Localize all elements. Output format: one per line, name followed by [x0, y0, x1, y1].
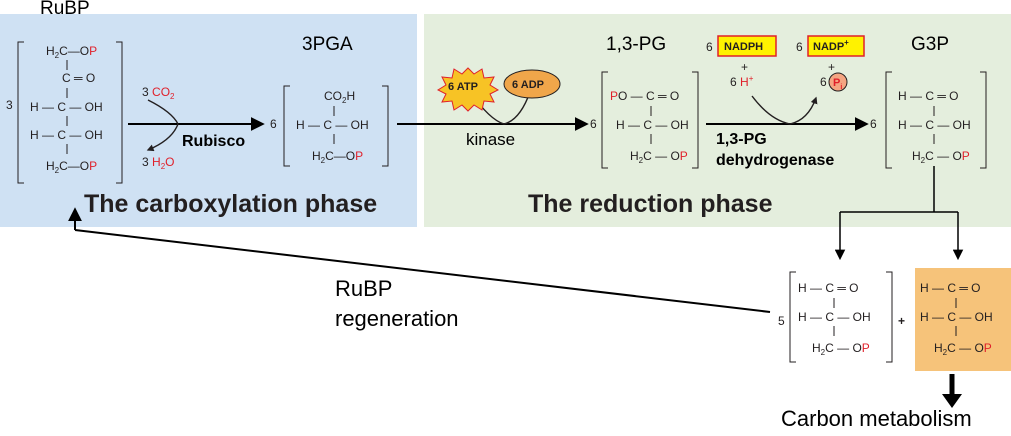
svg-text:H — C ═ O: H — C ═ O	[920, 281, 981, 295]
svg-text:H — C — OH: H — C — OH	[296, 118, 369, 132]
svg-text:H — C — OH: H — C — OH	[920, 310, 993, 324]
svg-text:6: 6	[820, 75, 827, 89]
rubp-regeneration-arrow	[68, 207, 771, 313]
rubisco-arrow: 3 CO2 3 H2O	[128, 85, 265, 171]
svg-text:H — C — OH: H — C — OH	[30, 100, 103, 114]
svg-text:H2C—OP: H2C—OP	[312, 149, 363, 165]
dehydrogenase-label-line2: dehydrogenase	[716, 152, 835, 169]
svg-text:H2C — OP: H2C — OP	[912, 149, 970, 165]
svg-text:+: +	[898, 314, 905, 328]
adp-oval: 6 ADP	[503, 69, 561, 99]
exported-g3p-structure: H — C ═ O H — C — OH H2C — OP	[920, 281, 993, 357]
svg-text:H — C — OH: H — C — OH	[616, 118, 689, 132]
svg-text:NADP+: NADP+	[813, 38, 849, 53]
svg-text:+: +	[741, 60, 748, 74]
svg-text:PO — C ═ O: PO — C ═ O	[610, 89, 679, 103]
svg-text:H — C — OH: H — C — OH	[30, 128, 103, 142]
atp-starburst: 6 ATP	[436, 67, 500, 112]
reduction-phase-title: The reduction phase	[528, 190, 773, 218]
13pg-structure: 6 PO — C ═ O H — C — OH H2C — OP	[590, 71, 699, 169]
svg-text:H — C — OH: H — C — OH	[898, 118, 971, 132]
svg-text:6 ADP: 6 ADP	[512, 79, 544, 91]
g3p-label: G3P	[911, 34, 950, 55]
svg-text:6: 6	[706, 40, 713, 54]
svg-text:3 CO2: 3 CO2	[142, 85, 175, 101]
svg-text:H2C — OP: H2C — OP	[630, 149, 688, 165]
kinase-label: kinase	[466, 130, 516, 149]
svg-text:H2C—OP: H2C—OP	[46, 159, 97, 175]
svg-text:3: 3	[6, 98, 13, 112]
exported-g3p-highlight	[915, 268, 1011, 371]
svg-text:6 ATP: 6 ATP	[448, 81, 478, 93]
svg-text:3 H2O: 3 H2O	[142, 155, 175, 171]
dehydrogenase-arrow	[706, 95, 869, 131]
regen-g3p-structure: 5 H — C ═ O H — C — OH H2C — OP +	[778, 271, 905, 363]
svg-text:C ═ O: C ═ O	[62, 71, 95, 85]
split-arrows	[834, 166, 964, 261]
svg-text:H2C—OP: H2C—OP	[46, 44, 97, 60]
svg-text:6 H+: 6 H+	[730, 74, 754, 89]
svg-text:H2C — OP: H2C — OP	[934, 341, 992, 357]
svg-text:Pi: Pi	[833, 77, 842, 91]
rubisco-label: Rubisco	[182, 133, 246, 150]
regeneration-label-line1: RuBP	[335, 276, 393, 301]
svg-text:6: 6	[796, 40, 803, 54]
carbon-metabolism-arrow	[942, 374, 962, 408]
3pga-structure: 6 CO2H H — C — OH H2C—OP	[270, 85, 389, 167]
svg-text:H — C ═ O: H — C ═ O	[898, 89, 959, 103]
rubp-structure: 3 H2C—OP C ═ O H — C — OH H — C — OH H2C…	[6, 41, 123, 184]
3pga-label: 3PGA	[302, 34, 353, 55]
svg-text:6: 6	[590, 117, 597, 131]
svg-text:H — C ═ O: H — C ═ O	[798, 281, 859, 295]
regeneration-label-line2: regeneration	[335, 306, 459, 331]
carboxylation-phase-panel	[0, 14, 417, 227]
svg-text:5: 5	[778, 314, 785, 328]
svg-text:6: 6	[870, 117, 877, 131]
svg-text:H2C — OP: H2C — OP	[812, 341, 870, 357]
dehydrogenase-label-line1: 1,3-PG	[716, 131, 767, 148]
svg-text:H — C — OH: H — C — OH	[798, 310, 871, 324]
svg-text:6: 6	[270, 117, 277, 131]
svg-text:CO2H: CO2H	[324, 89, 355, 105]
nadp-box: 6 NADP+ + 6 Pi	[796, 35, 865, 92]
rubp-label: RuBP	[40, 0, 90, 19]
carbon-metabolism-label: Carbon metabolism	[781, 406, 972, 431]
carboxylation-phase-title: The carboxylation phase	[84, 190, 378, 218]
nadph-box: 6 NADPH + 6 H+	[706, 35, 777, 89]
g3p-structure: 6 H — C ═ O H — C — OH H2C — OP	[870, 71, 987, 169]
svg-text:NADPH: NADPH	[724, 41, 763, 53]
13pg-label: 1,3-PG	[606, 34, 667, 55]
svg-text:+: +	[828, 60, 835, 74]
